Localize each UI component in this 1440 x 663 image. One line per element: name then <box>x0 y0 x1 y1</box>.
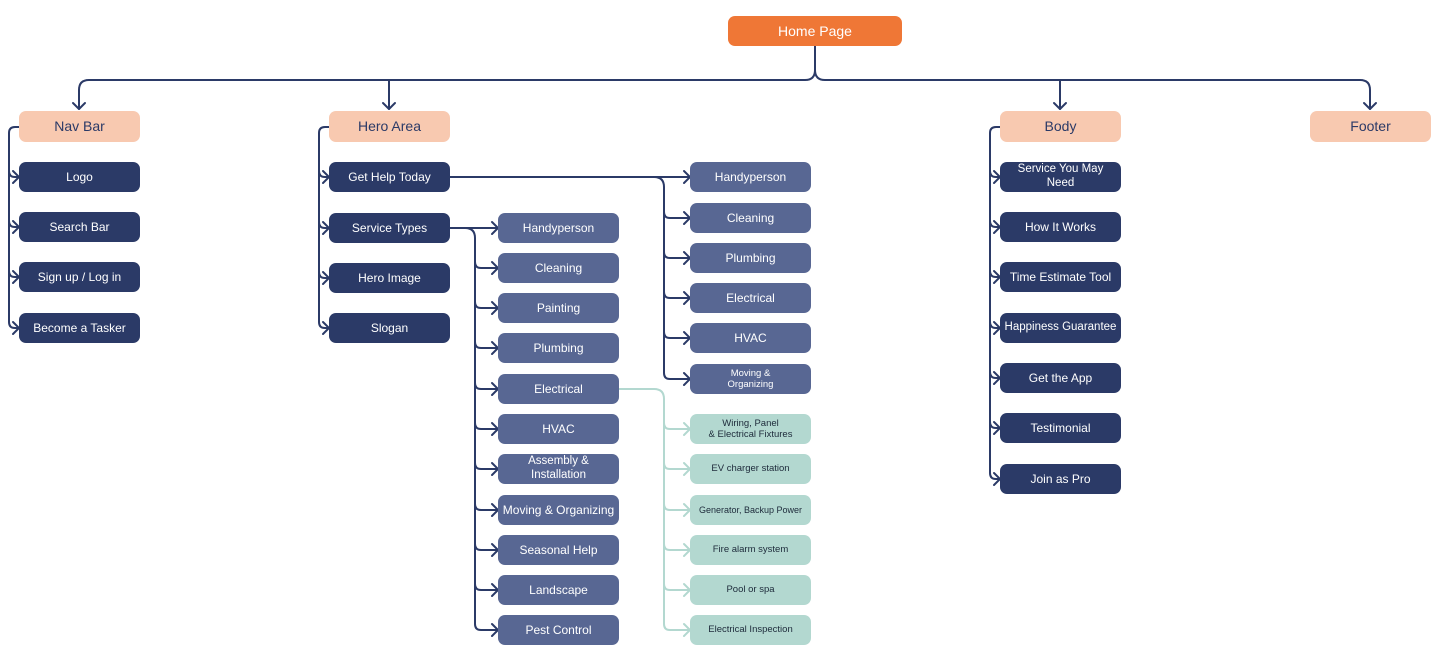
hero-service-types-node: Service Types <box>329 213 450 243</box>
body-time-estimate-tool-node: Time Estimate Tool <box>1000 262 1121 292</box>
help-electrical-node: Electrical <box>690 283 811 313</box>
nav-become-tasker-node: Become a Tasker <box>19 313 140 343</box>
service-type-hvac-node: HVAC <box>498 414 619 444</box>
service-type-electrical-node: Electrical <box>498 374 619 404</box>
electrical-wiring-node: Wiring, Panel & Electrical Fixtures <box>690 414 811 444</box>
service-type-pest-control-node: Pest Control <box>498 615 619 645</box>
hero-area-node: Hero Area <box>329 111 450 142</box>
body-testimonial-node: Testimonial <box>1000 413 1121 443</box>
electrical-ev-charger-node: EV charger station <box>690 454 811 484</box>
body-node: Body <box>1000 111 1121 142</box>
body-how-it-works-node: How It Works <box>1000 212 1121 242</box>
service-type-assembly-node: Assembly & Installation <box>498 454 619 484</box>
help-plumbing-node: Plumbing <box>690 243 811 273</box>
service-type-handyperson-node: Handyperson <box>498 213 619 243</box>
footer-node: Footer <box>1310 111 1431 142</box>
help-cleaning-node: Cleaning <box>690 203 811 233</box>
home-page-node: Home Page <box>728 16 902 46</box>
nav-bar-node: Nav Bar <box>19 111 140 142</box>
service-type-seasonal-node: Seasonal Help <box>498 535 619 565</box>
body-happiness-guarantee-node: Happiness Guarantee <box>1000 313 1121 343</box>
hero-get-help-today-node: Get Help Today <box>329 162 450 192</box>
electrical-fire-alarm-node: Fire alarm system <box>690 535 811 565</box>
service-type-painting-node: Painting <box>498 293 619 323</box>
body-join-as-pro-node: Join as Pro <box>1000 464 1121 494</box>
electrical-pool-spa-node: Pool or spa <box>690 575 811 605</box>
nav-logo-node: Logo <box>19 162 140 192</box>
hero-image-node: Hero Image <box>329 263 450 293</box>
electrical-inspection-node: Electrical Inspection <box>690 615 811 645</box>
electrical-generator-node: Generator, Backup Power <box>690 495 811 525</box>
help-hvac-node: HVAC <box>690 323 811 353</box>
service-type-moving-node: Moving & Organizing <box>498 495 619 525</box>
body-get-the-app-node: Get the App <box>1000 363 1121 393</box>
service-type-plumbing-node: Plumbing <box>498 333 619 363</box>
help-handyperson-node: Handyperson <box>690 162 811 192</box>
body-service-you-may-need-node: Service You May Need <box>1000 162 1121 192</box>
nav-search-bar-node: Search Bar <box>19 212 140 242</box>
service-type-landscape-node: Landscape <box>498 575 619 605</box>
nav-signup-login-node: Sign up / Log in <box>19 262 140 292</box>
hero-slogan-node: Slogan <box>329 313 450 343</box>
help-moving-organizing-node: Moving & Organizing <box>690 364 811 394</box>
service-type-cleaning-node: Cleaning <box>498 253 619 283</box>
